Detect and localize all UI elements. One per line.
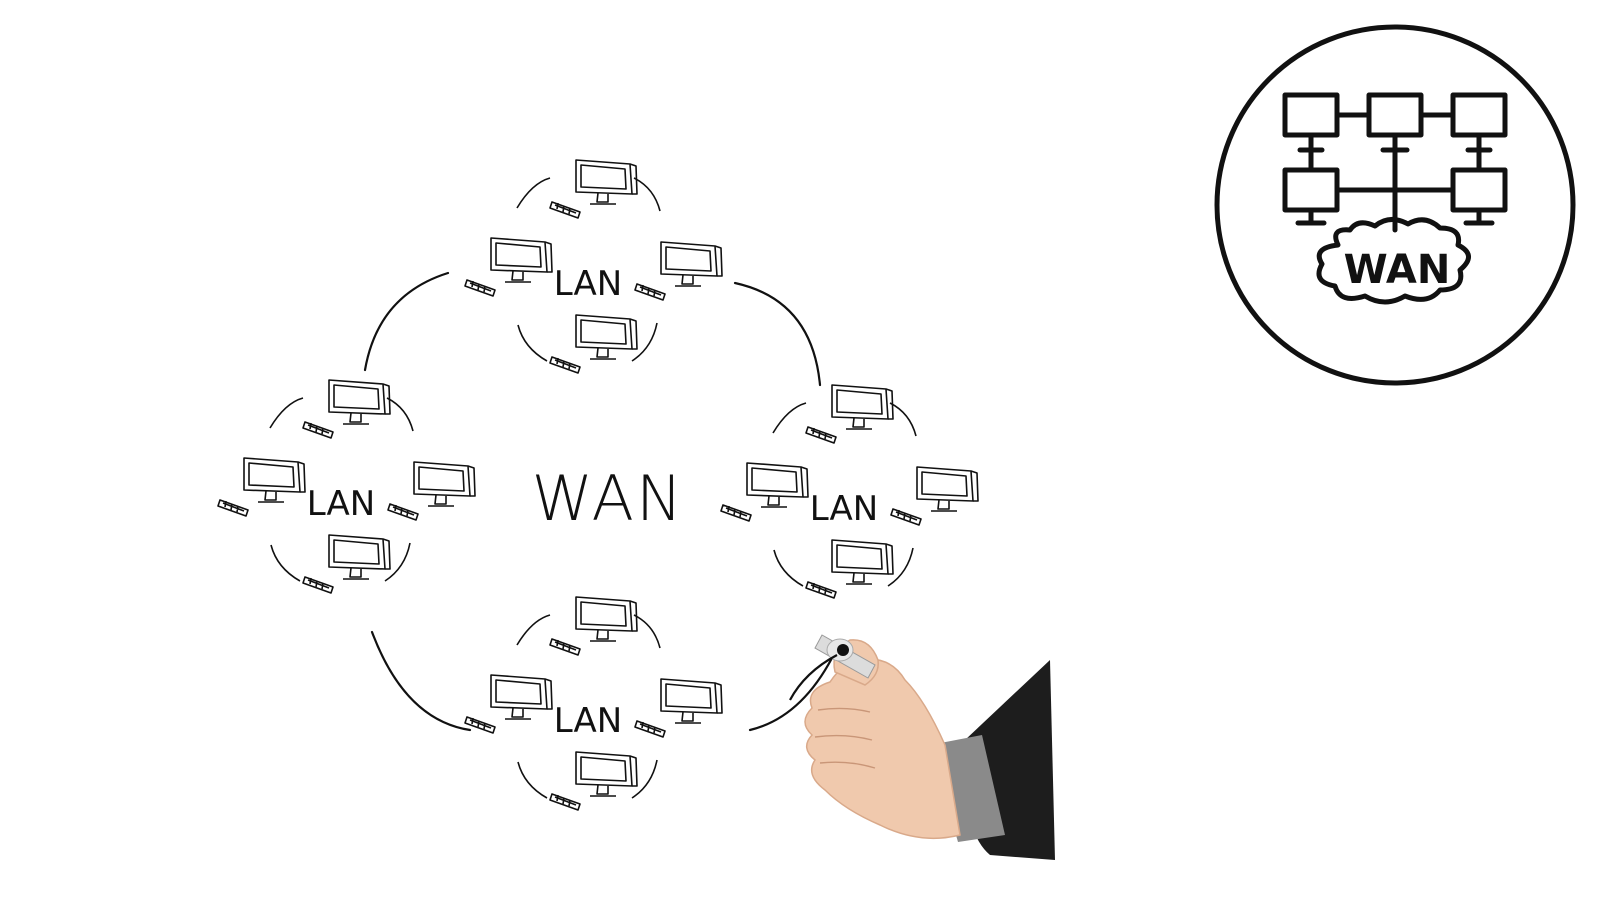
wan-link-bottom-right bbox=[748, 656, 834, 732]
computer-icon bbox=[302, 379, 391, 439]
shirt-cuff bbox=[930, 735, 1005, 842]
hand bbox=[804, 658, 961, 840]
computer-icon bbox=[805, 384, 894, 444]
lan-cluster-right: LAN bbox=[720, 384, 979, 599]
lan-cluster-bottom: LAN bbox=[464, 596, 723, 811]
computer-icon bbox=[549, 159, 638, 219]
lan-label: LAN bbox=[810, 489, 878, 529]
computer-icon bbox=[549, 751, 638, 811]
lan-cluster-left: LAN bbox=[217, 379, 476, 594]
computer-icon bbox=[634, 678, 723, 738]
computer-icon bbox=[549, 596, 638, 656]
lan-clusters: LAN LAN LAN LAN bbox=[217, 159, 979, 811]
computer-icon bbox=[464, 237, 553, 297]
computer-icon bbox=[634, 241, 723, 301]
wan-center-label: WAN bbox=[532, 462, 685, 535]
computer-icon bbox=[549, 314, 638, 374]
computer-icon bbox=[217, 457, 306, 517]
wan-ring bbox=[363, 271, 834, 732]
wan-link-top-left bbox=[363, 271, 450, 372]
wan-link-left-bottom bbox=[370, 630, 472, 732]
hand-with-marker bbox=[789, 634, 1055, 860]
lan-label: LAN bbox=[307, 484, 375, 524]
computer-icon bbox=[720, 462, 809, 522]
computer-icon bbox=[890, 466, 979, 526]
wan-icon-label: WAN bbox=[1344, 247, 1451, 293]
computer-icon bbox=[302, 534, 391, 594]
wan-link-top-right bbox=[733, 281, 822, 387]
computer-icon bbox=[464, 674, 553, 734]
lan-cluster-top: LAN bbox=[464, 159, 723, 374]
computer-icon bbox=[805, 539, 894, 599]
wan-cloud bbox=[1316, 217, 1471, 305]
marker-stroke bbox=[789, 654, 838, 701]
lan-label: LAN bbox=[554, 264, 622, 304]
lan-label: LAN bbox=[554, 701, 622, 741]
computer-icon bbox=[387, 461, 476, 521]
wan-network-icon bbox=[1214, 24, 1576, 386]
